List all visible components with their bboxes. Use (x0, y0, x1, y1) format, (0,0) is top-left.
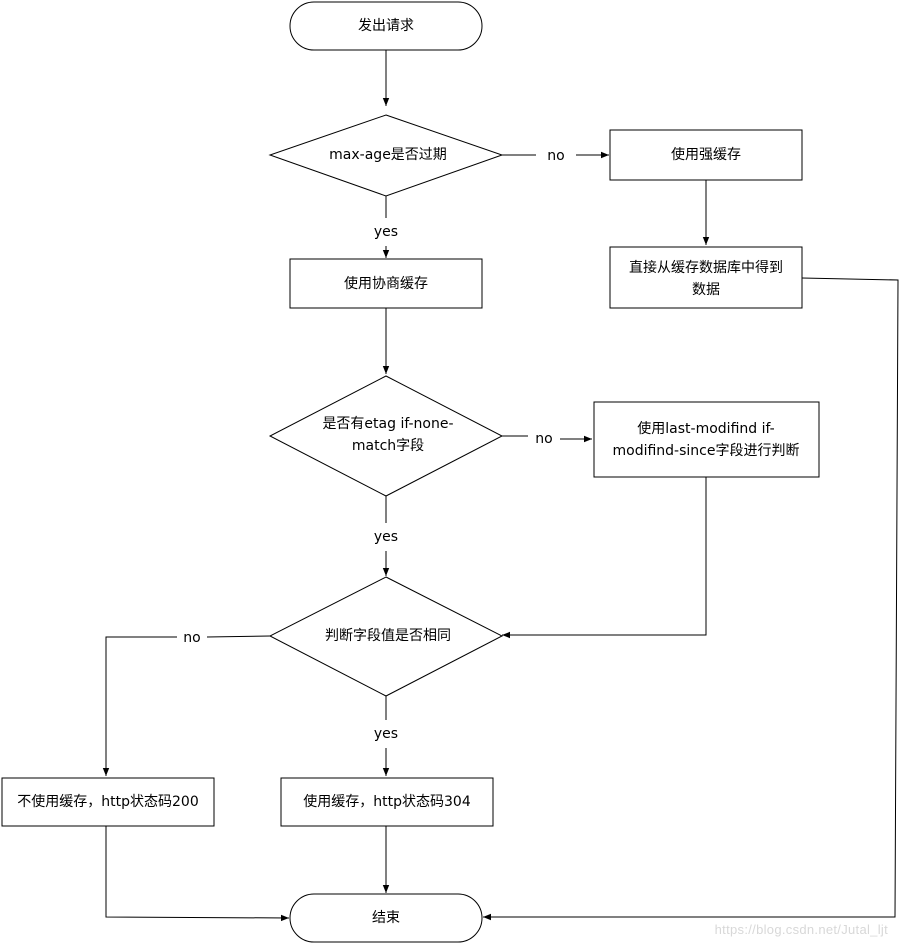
node-last-modified: 使用last-modifind if- modifind-since字段进行判断 (593, 401, 820, 478)
node-maxage-label: max-age是否过期 (329, 147, 447, 163)
node-direct-from-cache: 直接从缓存数据库中得到 数据 (609, 246, 803, 309)
node-nego-label: 使用协商缓存 (344, 275, 428, 292)
edge-etag-to-lastmod (502, 436, 592, 439)
node-direct-label-line1: 直接从缓存数据库中得到 (629, 259, 783, 276)
node-lastmod-label-line1: 使用last-modifind if- (637, 420, 774, 437)
edge-label-compare-no: no (183, 630, 200, 646)
node-compare-decision: 判断字段值是否相同 (268, 576, 504, 697)
watermark: https://blog.csdn.net/Jutal_ljt (714, 922, 888, 937)
edge-lastmod-to-compare (502, 477, 707, 639)
edge-nocache-to-end (105, 826, 290, 922)
edge-direct-to-end (483, 277, 899, 921)
node-nocache-label: 不使用缓存，http状态码200 (17, 793, 198, 810)
node-compare-label: 判断字段值是否相同 (325, 628, 451, 644)
node-strong-label: 使用强缓存 (671, 146, 741, 163)
node-maxage-decision: max-age是否过期 (268, 114, 504, 197)
edge-label-compare-yes: yes (374, 726, 398, 742)
node-negotiation-cache: 使用协商缓存 (289, 258, 483, 309)
node-end-label: 结束 (372, 910, 400, 926)
node-etag-decision: 是否有etag if-none- match字段 (268, 375, 504, 497)
node-usecache-label: 使用缓存，http状态码304 (303, 793, 471, 810)
node-use-cache-304: 使用缓存，http状态码304 (280, 777, 494, 827)
node-start: 发出请求 (289, 1, 483, 51)
edge-label-maxage-yes: yes (374, 224, 398, 240)
node-end: 结束 (289, 893, 483, 943)
edge-label-maxage-no: no (547, 148, 564, 164)
node-start-label: 发出请求 (358, 18, 414, 34)
edges (105, 50, 899, 922)
node-strong-cache: 使用强缓存 (609, 129, 803, 181)
node-lastmod-label-line2: modifind-since字段进行判断 (613, 443, 800, 459)
edge-label-etag-no: no (535, 431, 552, 447)
edge-label-etag-yes: yes (374, 529, 398, 545)
node-no-cache-200: 不使用缓存，http状态码200 (1, 777, 215, 827)
node-etag-label-line2: match字段 (352, 438, 424, 454)
node-etag-label-line1: 是否有etag if-none- (322, 416, 453, 432)
node-direct-label-line2: 数据 (692, 282, 720, 298)
edge-compare-to-nocache (106, 635, 271, 776)
